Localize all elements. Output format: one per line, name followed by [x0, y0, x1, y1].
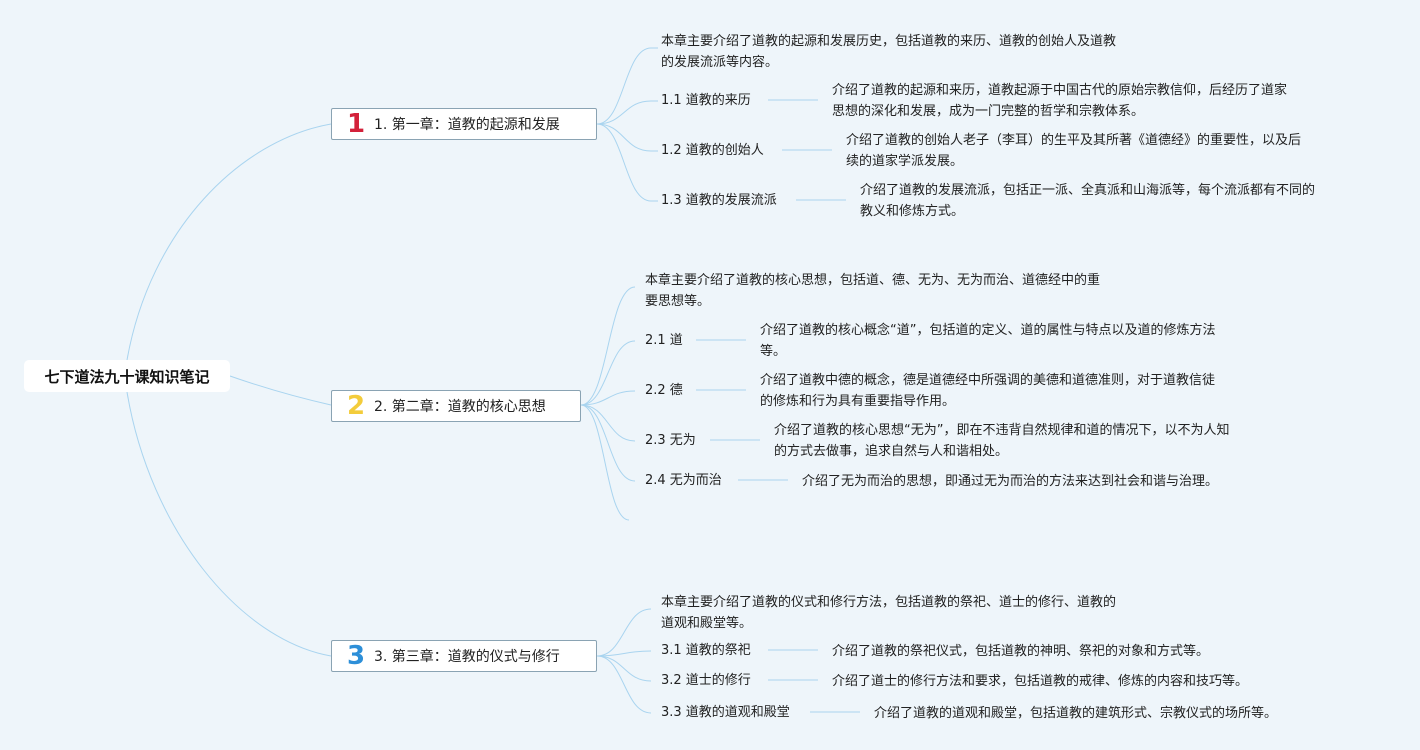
badge-2-icon: 2 [346, 391, 366, 421]
section-1-3-desc: 介绍了道教的发展流派，包括正一派、全真派和山海派等，每个流派都有不同的教义和修炼… [860, 183, 1316, 219]
section-3-2-desc: 介绍了道士的修行方法和要求，包括道教的戒律、修炼的内容和技巧等。 [832, 674, 1249, 689]
section-2-2-desc: 介绍了道教中德的概念，德是道德经中所强调的美德和道德准则，对于道教信徒的修炼和行… [760, 373, 1216, 409]
section-2-1-desc: 介绍了道教的核心概念“道”，包括道的定义、道的属性与特点以及道的修炼方法等。 [760, 323, 1216, 359]
section-2-1-label[interactable]: 2.1 道 [645, 333, 683, 348]
ch3-link-0 [596, 608, 652, 657]
section-3-3-desc: 介绍了道教的道观和殿堂，包括道教的建筑形式、宗教仪式的场所等。 [874, 706, 1278, 721]
root-link-1 [126, 123, 332, 361]
ch1-link-3 [596, 123, 652, 202]
section-2-3-desc: 介绍了道教的核心思想“无为”，即在不违背自然规律和道的情况下，以不为人知的方式去… [774, 423, 1230, 459]
badge-1-icon: 1 [346, 109, 366, 139]
chapter-3-title: 3. 第三章：道教的仪式与修行 [374, 649, 560, 665]
badge-3-icon: 3 [346, 641, 366, 671]
section-1-2-label[interactable]: 1.2 道教的创始人 [661, 143, 764, 158]
section-3-1-label[interactable]: 3.1 道教的祭祀 [661, 643, 751, 658]
chapter-2-summary: 本章主要介绍了道教的核心思想，包括道、德、无为、无为而治、道德经中的重要思想等。 [645, 273, 1101, 309]
section-2-2-label[interactable]: 2.2 德 [645, 383, 683, 398]
chapter-2-title: 2. 第二章：道教的核心思想 [374, 399, 546, 415]
section-3-1-desc: 介绍了道教的祭祀仪式，包括道教的神明、祭祀的对象和方式等。 [832, 644, 1210, 659]
section-1-1-desc: 介绍了道教的起源和来历，道教起源于中国古代的原始宗教信仰，后经历了道家思想的深化… [832, 83, 1288, 119]
ch3-link-1 [596, 650, 652, 657]
ch1-link-2 [596, 123, 652, 152]
ch2-link-2 [580, 390, 636, 406]
ch2-link-5 [580, 404, 630, 521]
ch2-link-3 [580, 404, 636, 442]
ch2-link-1 [580, 340, 636, 406]
section-1-2-desc: 介绍了道教的创始人老子（李耳）的生平及其所著《道德经》的重要性，以及后续的道家学… [846, 133, 1302, 169]
chapter-1-summary: 本章主要介绍了道教的起源和发展历史，包括道教的来历、道教的创始人及道教的发展流派… [661, 34, 1117, 70]
root-link-2 [229, 375, 332, 406]
chapter-3-node[interactable]: 3 3. 第三章：道教的仪式与修行 [331, 640, 597, 672]
section-2-3-label[interactable]: 2.3 无为 [645, 433, 696, 448]
section-1-1-label[interactable]: 1.1 道教的来历 [661, 93, 751, 108]
section-1-3-label[interactable]: 1.3 道教的发展流派 [661, 193, 777, 208]
ch3-link-2 [596, 655, 652, 682]
section-3-2-label[interactable]: 3.2 道士的修行 [661, 673, 751, 688]
ch1-link-1 [596, 100, 652, 125]
chapter-2-node[interactable]: 2 2. 第二章：道教的核心思想 [331, 390, 581, 422]
root-title: 七下道法九十课知识笔记 [44, 367, 210, 386]
ch1-link-0 [596, 47, 652, 125]
section-3-3-label[interactable]: 3.3 道教的道观和殿堂 [661, 705, 790, 720]
section-2-4-desc: 介绍了无为而治的思想，即通过无为而治的方法来达到社会和谐与治理。 [802, 474, 1219, 489]
chapter-1-node[interactable]: 1 1. 第一章：道教的起源和发展 [331, 108, 597, 140]
ch2-link-0 [580, 286, 636, 406]
ch3-link-3 [596, 655, 652, 714]
chapter-1-title: 1. 第一章：道教的起源和发展 [374, 117, 560, 133]
ch2-link-4 [580, 404, 636, 482]
chapter-3-summary: 本章主要介绍了道教的仪式和修行方法，包括道教的祭祀、道士的修行、道教的道观和殿堂… [661, 595, 1117, 631]
root-node[interactable]: 七下道法九十课知识笔记 [24, 360, 230, 392]
root-link-3 [126, 391, 332, 657]
section-2-4-label[interactable]: 2.4 无为而治 [645, 473, 722, 488]
